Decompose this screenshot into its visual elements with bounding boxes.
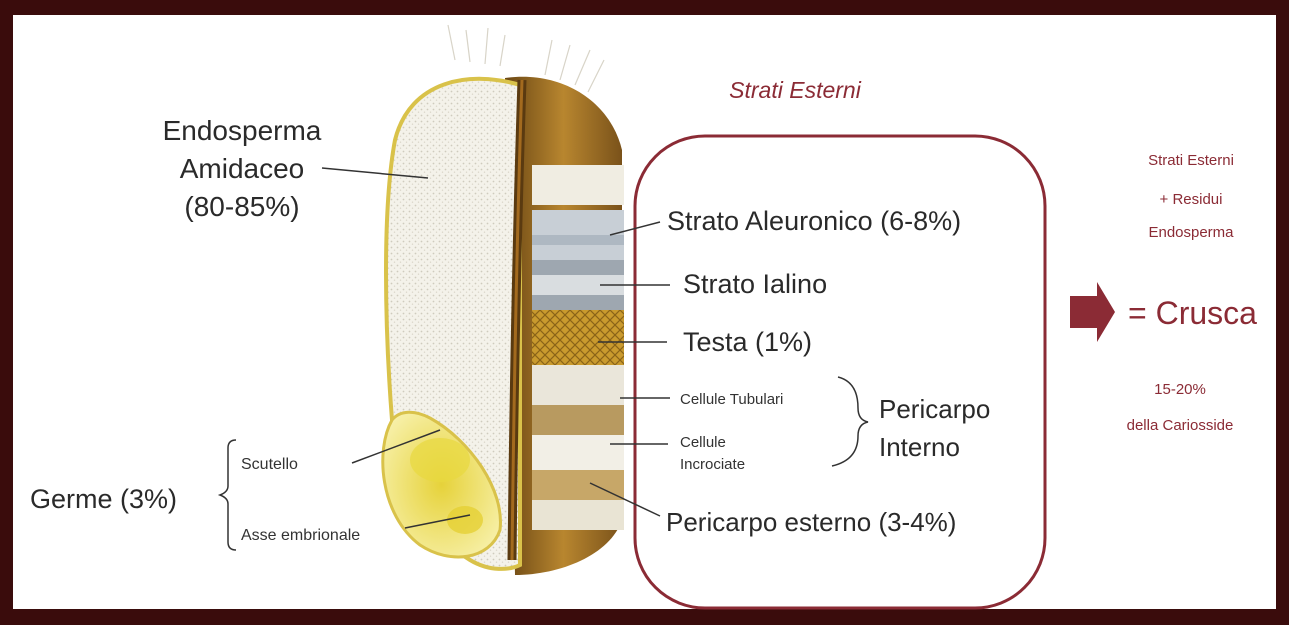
- outer-layers-title: Strati Esterni: [729, 77, 862, 103]
- inner-pericarp-label-2: Interno: [879, 432, 960, 462]
- percent-line2: della Cariosside: [1127, 417, 1234, 434]
- germ-label: Germe (3%): [30, 484, 177, 514]
- endosperm-label-3: (80-85%): [184, 191, 299, 222]
- side-note-line1: Strati Esterni: [1148, 152, 1234, 169]
- scutellum-label: Scutello: [241, 456, 298, 473]
- bran-layers: [532, 165, 624, 530]
- inner-pericarp-label-1: Pericarpo: [879, 394, 990, 424]
- side-note-line2: + Residui: [1160, 191, 1223, 208]
- tube-cells-label: Cellule Tubulari: [680, 391, 783, 408]
- kernel-illustration: [383, 25, 624, 575]
- percent-line1: 15-20%: [1154, 381, 1206, 398]
- side-note-line3: Endosperma: [1148, 224, 1234, 241]
- outer-pericarp-label: Pericarpo esterno (3-4%): [666, 507, 956, 537]
- hyaline-label: Strato Ialino: [683, 269, 827, 299]
- cross-cells-label-1: Cellule: [680, 434, 726, 451]
- endosperm-label-1: Endosperma: [163, 115, 322, 146]
- embryonic-axis-label: Asse embrionale: [241, 527, 360, 544]
- bran-result-label: = Crusca: [1128, 295, 1257, 331]
- endosperm-label-2: Amidaceo: [180, 153, 305, 184]
- cross-cells-label-2: Incrociate: [680, 456, 745, 473]
- testa-label: Testa (1%): [683, 327, 812, 357]
- aleurone-label: Strato Aleuronico (6-8%): [667, 206, 961, 236]
